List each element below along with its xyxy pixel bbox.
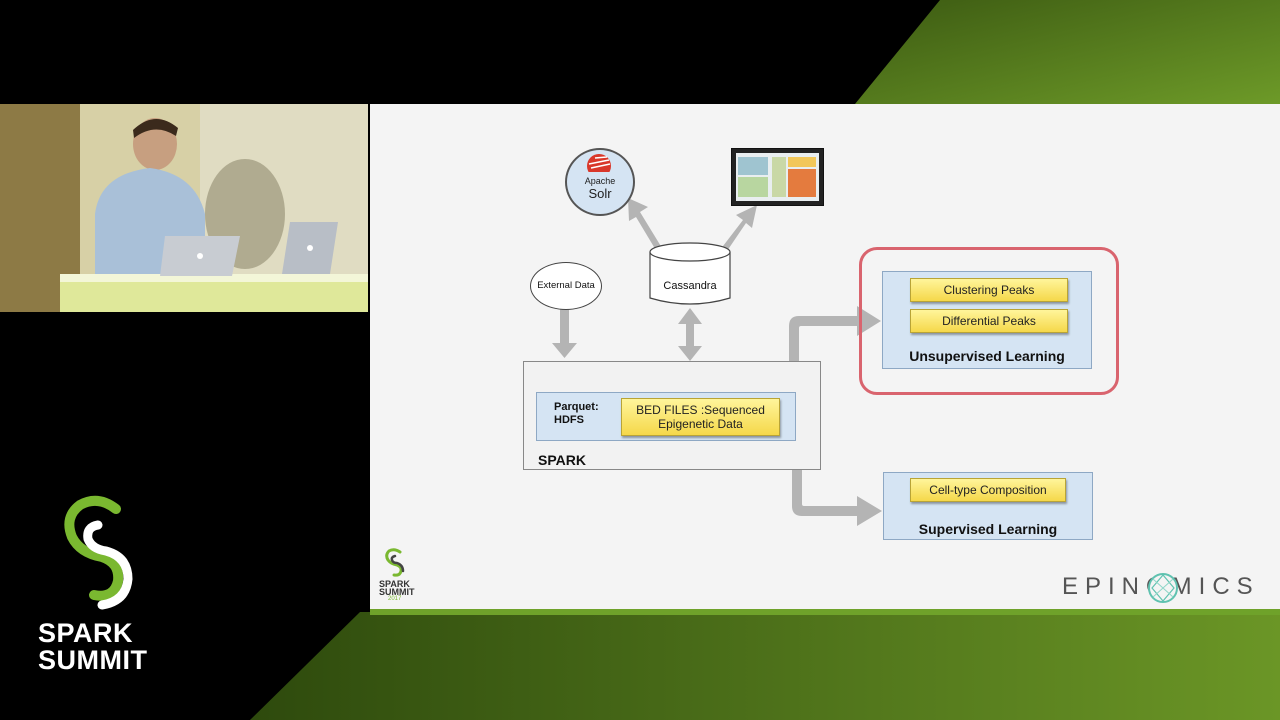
- solr-logo-icon: [587, 154, 611, 172]
- spark-summit-logo-icon: [64, 495, 133, 610]
- spark-label: SPARK: [538, 452, 586, 468]
- small-spark-summit-logo-icon: [385, 548, 405, 577]
- small-logo-spark: SPARK: [379, 579, 410, 589]
- parquet-label: Parquet:: [554, 401, 599, 413]
- unsupervised-learning-label: Unsupervised Learning: [909, 348, 1065, 364]
- speaker-video: [0, 104, 368, 312]
- clustering-peaks-box: Clustering Peaks: [910, 278, 1068, 302]
- external-data-label: External Data: [537, 280, 595, 291]
- small-logo-summit: SUMMIT: [379, 587, 415, 597]
- solr-label-line2: Solr: [588, 186, 612, 201]
- hdfs-label: HDFS: [554, 414, 584, 426]
- highlight-outline: [859, 247, 1119, 395]
- small-logo-year: 2017: [388, 596, 402, 602]
- solr-label-line1: Apache: [584, 176, 616, 186]
- slide-bottom-bar: [370, 609, 1280, 615]
- cassandra-label: Cassandra: [663, 280, 717, 292]
- external-data-node: [530, 262, 602, 310]
- bed-files-line2: Epigenetic Data: [658, 417, 743, 431]
- bed-files-box: BED FILES :Sequenced Epigenetic Data: [621, 398, 780, 436]
- cell-type-composition-box: Cell-type Composition: [910, 478, 1066, 502]
- epinomics-mark-icon: [1148, 573, 1178, 603]
- supervised-learning-label: Supervised Learning: [918, 521, 1058, 537]
- presentation-slide: [370, 104, 1280, 612]
- bed-files-line1: BED FILES :Sequenced: [636, 403, 765, 417]
- logo-text-summit: SUMMIT: [38, 645, 148, 675]
- differential-peaks-box: Differential Peaks: [910, 309, 1068, 333]
- logo-text-spark: SPARK: [38, 618, 134, 648]
- cassandra-database-icon: [649, 242, 731, 305]
- dashboard-thumbnail: [731, 148, 824, 206]
